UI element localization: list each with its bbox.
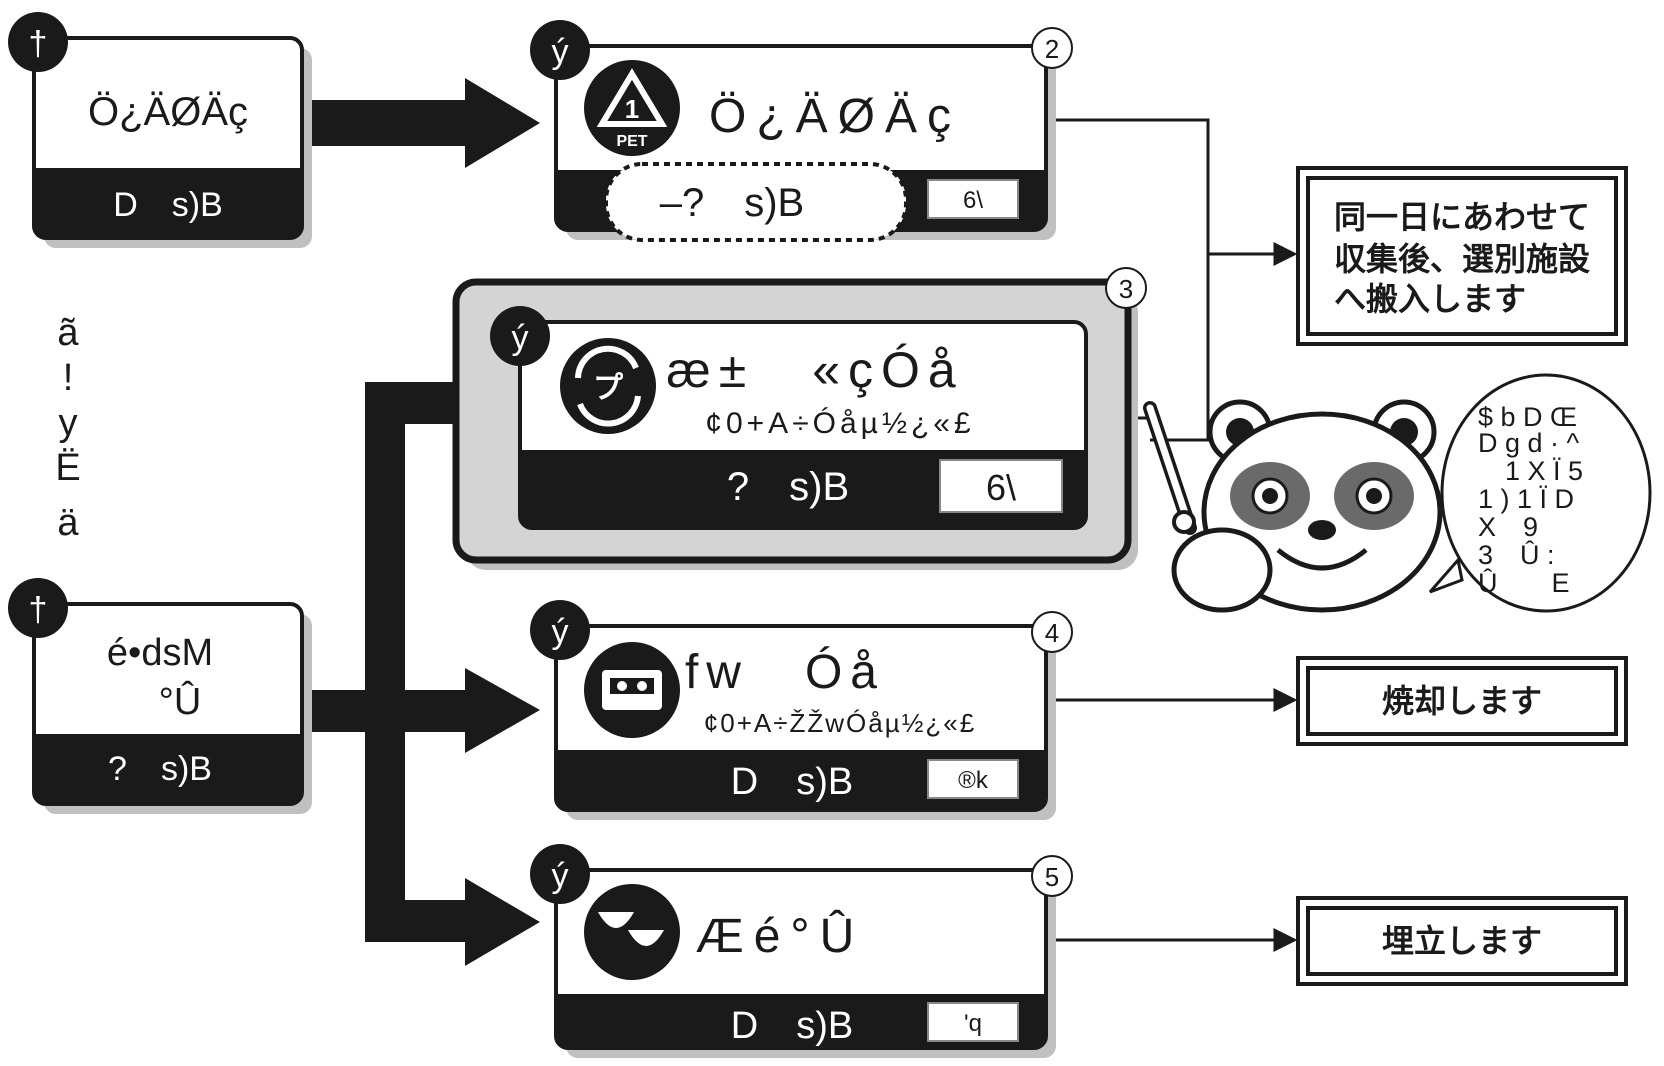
category-box-plastic: ? s)B 6\ プ æ± «çÓå ¢0+A÷Óåµ½¿«£ ý 3 [452,267,1147,570]
source-badge [8,578,68,638]
pet-icon-label: PET [616,133,647,150]
connector-pet-to-result [1050,118,1210,442]
svg-text:1: 1 [625,94,639,124]
result-box-collect: 同一日にあわせて 収集後、選別施設 へ搬入します [1296,166,1628,346]
category-number-text: 4 [1045,618,1059,648]
category-tag [939,459,1063,513]
category-tag [927,1002,1019,1042]
result-line: へ搬入します [1334,281,1526,317]
arrow-to-burnable [400,668,540,753]
category-subtitle: ¢0+A÷Óåµ½¿«£ [705,407,974,440]
result-line: 焼却します [1382,683,1542,719]
category-number [1105,267,1147,309]
category-footer: D s)B [731,761,853,803]
result-line: 収集後、選別施設 [1334,241,1590,277]
speech-bubble-line: 3 Û : [1478,539,1555,570]
speech-bubble-line: D g d · ^ [1478,428,1580,458]
category-tag-text: 'q [964,1010,982,1037]
speech-bubble-line: X 9 [1478,512,1538,542]
cassette-tape-icon [584,642,680,738]
category-title: Æé°Û [696,909,865,963]
category-badge [530,20,590,80]
category-badge-glyph: ý [552,613,569,651]
speech-bubble: $ b D Œ D g d · ^ 1 X Ï 5 1 ) 1 Ï D X 9 … [1428,373,1652,613]
svg-text:プ: プ [593,372,624,405]
result-box-landfill: 埋立します [1296,896,1628,986]
side-label-char: Ë [55,447,80,489]
category-footer: ? s)B [727,465,849,509]
category-badge-glyph: ý [552,857,569,895]
category-title: æ± «çÓå [666,342,963,398]
category-badge [530,600,590,660]
speech-bubble-line: Û E [1478,567,1570,598]
category-footer: D s)B [731,1005,853,1047]
pet-footer-oval [604,162,908,242]
category-tag [927,179,1019,219]
category-badge [530,844,590,904]
side-label-char: ã [57,312,79,354]
side-label-char: ! [63,357,74,399]
source-box-recyclable: Ö¿ÄØÄç D s)B † [8,12,312,248]
category-tag-text: ®k [958,767,989,794]
source-title-line: Ö¿ÄØÄç [88,90,248,134]
category-box-pet: –? s)B 6\ 1 PET Ö¿ÄØÄç ý 2 [530,20,1073,242]
source-title-line: é•dsM [107,632,213,674]
category-number-text: 3 [1119,274,1133,304]
category-number-text: 2 [1045,34,1059,64]
result-box-burn: 焼却します [1296,656,1628,746]
source-box-nonrecyclable: é•dsM °Û ? s)B † [8,578,312,814]
side-label: ã ! y Ë ä [55,312,80,544]
speech-bubble-line: $ b D Œ [1478,402,1577,432]
category-tag-text: 6\ [963,187,983,214]
source-footer: ? s)B [108,750,212,788]
category-number-text: 5 [1045,862,1059,892]
side-label-char: ä [57,502,79,544]
source-footer: D s)B [113,186,223,224]
plastic-recycle-icon: プ [560,338,656,434]
speech-bubble-line: 1 X Ï 5 [1478,456,1583,486]
category-number [1031,611,1073,653]
pet-bottle-icon: 1 PET [584,60,680,156]
arrow-to-landfill [365,878,540,966]
arrow-source1-to-pet [305,78,540,168]
category-number [1031,27,1073,69]
category-badge [490,306,550,366]
source-badge-glyph: † [29,25,48,63]
side-label-char: y [59,402,78,444]
category-subtitle: ¢0+A÷ŽŽwÓåµ½¿«£ [704,708,976,738]
category-badge-glyph: ý [512,319,529,357]
source-badge-glyph: † [29,591,48,629]
category-title: fw Óå [685,645,885,699]
category-number [1031,855,1073,897]
speech-bubble-line: 1 ) 1 Ï D [1478,484,1574,514]
category-title: Ö¿ÄØÄç [709,90,961,143]
category-box-landfill: D s)B 'q Æé°Û ý 5 [530,844,1073,1058]
source-badge [8,12,68,72]
category-tag-text: 6\ [986,467,1016,508]
category-footer: –? s)B [660,181,805,225]
source-title-line: °Û [159,679,202,723]
ceramic-bowls-icon [584,884,680,980]
raccoon-mascot-icon [1143,399,1443,613]
category-box-burnable: D s)B ®k fw Óå ¢0+A÷ŽŽwÓåµ½¿«£ ý 4 [530,600,1073,820]
category-tag [927,759,1019,799]
arrow-branch-vertical [365,382,405,942]
category-badge-glyph: ý [552,33,569,71]
result-line: 同一日にあわせて [1334,199,1590,235]
result-line: 埋立します [1382,923,1542,959]
